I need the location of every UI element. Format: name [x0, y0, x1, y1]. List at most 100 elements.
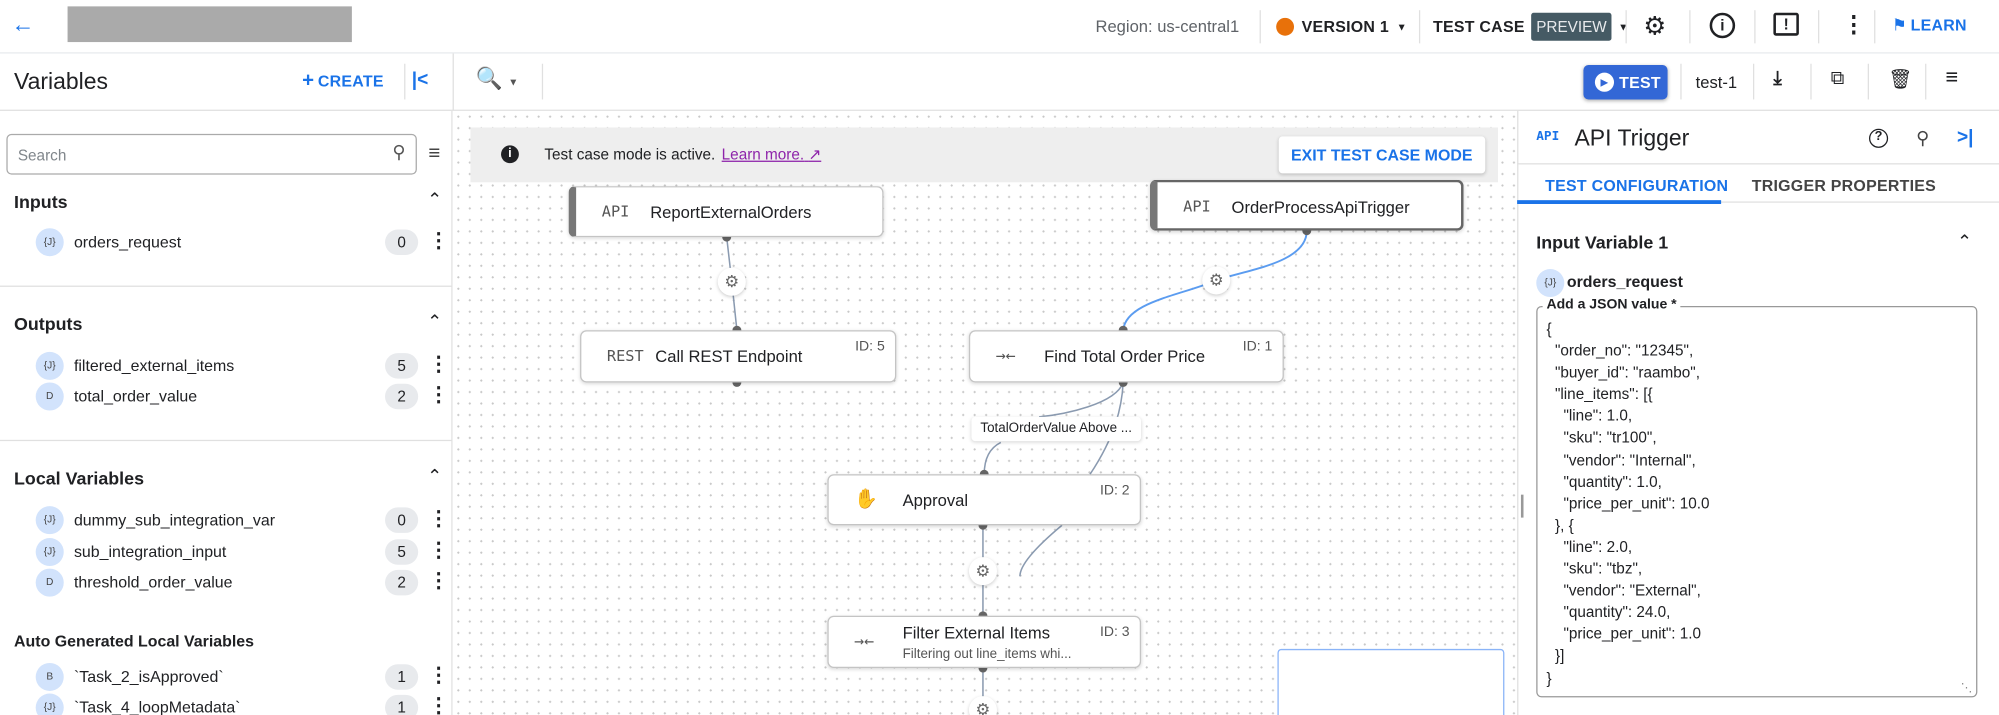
copy-icon[interactable]: ⧉ — [1830, 67, 1845, 90]
json-line: }, { — [1546, 516, 1574, 534]
more-vert-icon[interactable]: ⋮ — [428, 354, 449, 377]
node-id: ID: 3 — [1099, 624, 1130, 640]
gear-icon[interactable]: ⚙ — [717, 267, 746, 296]
active-tab-indicator — [1517, 200, 1722, 204]
zoom-dropdown[interactable]: 🔍 ▼ — [476, 66, 519, 91]
json-type-icon: {J} — [35, 693, 64, 715]
learn-button[interactable]: ⚑ LEARN — [1892, 15, 1967, 35]
create-variable-button[interactable]: + CREATE — [302, 70, 384, 93]
pin-icon[interactable]: ⚲ — [1916, 127, 1930, 148]
back-arrow-icon[interactable]: ← — [11, 11, 35, 37]
dropdown-arrow-icon: ▼ — [1396, 21, 1407, 33]
chevron-up-icon[interactable]: ⌃ — [427, 311, 443, 332]
banner-message: Test case mode is active. Learn more. ↗ — [544, 145, 821, 163]
list-icon[interactable]: ≡ — [1945, 65, 1959, 90]
filter-list-icon[interactable]: ≡ — [428, 142, 441, 165]
test-mode-banner: i Test case mode is active. Learn more. … — [470, 127, 1499, 183]
resize-handle[interactable] — [1520, 494, 1524, 518]
minimap[interactable] — [1277, 648, 1505, 715]
chevron-up-icon[interactable]: ⌃ — [1956, 230, 1972, 252]
edge-condition-label[interactable]: TotalOrderValue Above ... — [971, 416, 1141, 442]
api-icon: API — [1183, 197, 1211, 216]
exit-test-case-mode-button[interactable]: EXIT TEST CASE MODE — [1278, 136, 1486, 174]
more-vert-icon[interactable]: ⋮ — [428, 230, 449, 253]
more-vert-icon[interactable]: ⋮ — [428, 665, 449, 688]
tab-test-configuration[interactable]: TEST CONFIGURATION — [1545, 177, 1729, 196]
json-line: } — [1546, 668, 1552, 687]
resize-grip-icon[interactable]: ⋱ — [1960, 680, 1973, 694]
chevron-up-icon[interactable]: ⌃ — [427, 465, 443, 486]
open-in-new-icon: ↗ — [808, 145, 822, 164]
integration-canvas[interactable]: i Test case mode is active. Learn more. … — [452, 110, 1518, 715]
usage-count: 0 — [385, 229, 419, 255]
test-label: TEST — [1619, 73, 1661, 92]
more-vert-icon[interactable]: ⋮ — [428, 385, 449, 407]
more-vert-icon[interactable]: ⋮ — [1842, 11, 1866, 37]
play-icon: ▶ — [1594, 72, 1615, 92]
banner-text: Test case mode is active. — [544, 145, 716, 164]
test-case-dropdown[interactable]: TEST CASE PREVIEW ▼ — [1433, 11, 1628, 42]
variable-name: total_order_value — [73, 387, 198, 406]
variables-title: Variables — [14, 68, 109, 95]
test-button[interactable]: ▶ TEST — [1583, 65, 1668, 100]
node-id: ID: 5 — [855, 339, 885, 355]
info-icon: i — [501, 145, 519, 164]
json-line: "order_no": "12345", — [1546, 341, 1694, 360]
more-vert-icon[interactable]: ⋮ — [428, 571, 449, 593]
feedback-icon[interactable]: ! — [1773, 12, 1799, 36]
plus-icon: + — [302, 70, 315, 92]
chevron-up-icon[interactable]: ⌃ — [427, 188, 443, 210]
info-icon[interactable]: i — [1709, 12, 1736, 39]
usage-count: 1 — [385, 664, 419, 690]
download-icon[interactable]: ⤓ — [1773, 67, 1782, 90]
panel-title: API Trigger — [1574, 124, 1690, 151]
help-icon[interactable]: ? — [1869, 128, 1889, 148]
search-input[interactable]: Search ⚲ — [6, 133, 417, 175]
variable-item[interactable]: B`Task_2_isApproved`1⋮ — [35, 662, 450, 691]
search-icon: ⚲ — [392, 141, 406, 162]
delete-icon[interactable]: 🗑 — [1888, 68, 1913, 91]
gear-icon[interactable]: ⚙ — [968, 557, 997, 586]
inputs-section-title: Inputs — [14, 191, 68, 212]
tab-trigger-properties[interactable]: TRIGGER PROPERTIES — [1751, 177, 1937, 196]
gear-icon[interactable]: ⚙ — [968, 696, 997, 715]
learn-more-link[interactable]: Learn more. ↗ — [722, 145, 822, 163]
settings-gear-icon[interactable]: ⚙ — [1643, 12, 1667, 41]
zoom-in-icon: 🔍 — [475, 66, 503, 91]
double-type-icon: D — [35, 568, 64, 597]
collapse-panel-icon[interactable]: |< — [411, 68, 429, 91]
create-label: CREATE — [317, 72, 384, 91]
close-panel-icon[interactable]: >| — [1956, 126, 1974, 148]
more-vert-icon[interactable]: ⋮ — [428, 540, 449, 563]
variable-name: `Task_4_loopMetadata` — [73, 698, 241, 715]
version-status-dot — [1276, 17, 1295, 36]
gear-icon[interactable]: ⚙ — [1202, 266, 1231, 295]
data-mapping-icon: →← — [995, 346, 1016, 366]
more-vert-icon[interactable]: ⋮ — [428, 696, 449, 715]
json-type-icon: {J} — [35, 506, 64, 535]
api-icon: API — [601, 202, 630, 221]
variable-item[interactable]: {J}`Task_4_loopMetadata`1⋮ — [35, 693, 450, 715]
json-line: { — [1546, 319, 1552, 338]
api-trigger-panel — [1517, 110, 1999, 715]
version-dropdown[interactable]: VERSION 1 ▼ — [1276, 14, 1407, 39]
json-line: "vendor": "External", — [1546, 581, 1701, 600]
usage-count: 0 — [385, 507, 419, 533]
usage-count: 5 — [385, 539, 419, 565]
search-placeholder: Search — [17, 146, 67, 165]
json-value-textarea[interactable]: { "order_no": "12345", "buyer_id": "raam… — [1536, 305, 1978, 698]
more-vert-icon[interactable]: ⋮ — [428, 508, 449, 531]
